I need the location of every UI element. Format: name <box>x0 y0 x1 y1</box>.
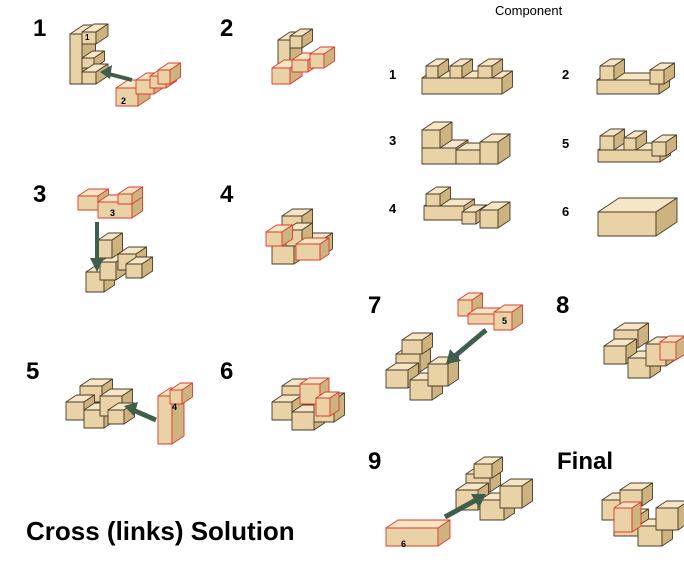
component-3 <box>421 121 511 165</box>
step-2-number: 2 <box>220 15 234 42</box>
component-4 <box>423 186 511 229</box>
step-8-number: 8 <box>556 292 570 319</box>
component-5-number: 5 <box>562 136 570 151</box>
component-1-number: 1 <box>389 67 397 82</box>
step-5-piece-4 <box>157 382 193 445</box>
step-1-piece-2 <box>115 62 181 107</box>
piece-5-label: 5 <box>502 316 507 326</box>
step-1-piece-1 <box>69 23 109 85</box>
step-7-assembly <box>385 332 459 401</box>
arrow-step-9 <box>443 494 486 520</box>
component-title: Component <box>495 3 563 18</box>
component-6-number: 6 <box>562 204 570 219</box>
step-2-piece-2 <box>271 46 335 85</box>
piece-2-label: 2 <box>121 96 126 106</box>
step-3-piece-3 <box>77 186 143 219</box>
piece-6-label: 6 <box>401 539 406 549</box>
piece-3-label: 3 <box>110 208 115 218</box>
step-9-number: 9 <box>368 448 382 475</box>
step-8-red <box>659 335 684 361</box>
solution-title: Cross (links) Solution <box>26 516 295 546</box>
component-4-number: 4 <box>389 201 397 216</box>
step-5-number: 5 <box>26 358 40 385</box>
final-red <box>613 501 642 533</box>
arrow-step-7 <box>446 328 488 364</box>
component-3-number: 3 <box>389 133 397 148</box>
step-3-assembly <box>85 232 153 293</box>
component-5 <box>597 128 677 163</box>
step-7-piece-5 <box>457 292 523 331</box>
component-2-number: 2 <box>562 67 570 82</box>
arrow-step-1 <box>100 65 133 82</box>
final-label: Final <box>557 448 614 475</box>
step-9-piece-6 <box>385 519 451 547</box>
component-1 <box>421 58 513 95</box>
piece-1-label: 1 <box>85 33 90 42</box>
step-5-assembly <box>65 378 135 429</box>
component-6 <box>597 197 678 237</box>
step-9-assembly <box>455 456 533 521</box>
step-6-red <box>299 377 340 417</box>
step-8-assembly <box>603 322 677 379</box>
arrow-step-5 <box>124 402 157 423</box>
piece-4-label: 4 <box>172 402 177 412</box>
step-4-number: 4 <box>220 181 234 208</box>
step-1-number: 1 <box>33 15 47 42</box>
arrow-step-3 <box>90 222 104 272</box>
step-7-number: 7 <box>368 292 382 319</box>
step-3-number: 3 <box>33 181 47 208</box>
component-2 <box>596 58 675 95</box>
step-4-red <box>265 224 330 261</box>
step-6-number: 6 <box>220 358 234 385</box>
